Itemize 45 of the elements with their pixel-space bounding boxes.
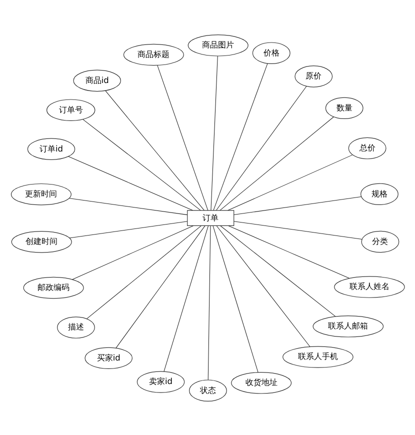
node-ellipse: 订单号 — [46, 98, 95, 120]
connector — [212, 62, 268, 210]
node-ellipse: 邮政编码 — [22, 276, 84, 298]
connector — [233, 220, 362, 239]
connector — [210, 55, 218, 210]
node-ellipse: 买家id — [84, 346, 132, 369]
connector — [68, 156, 193, 210]
node-ellipse: 数量 — [324, 96, 363, 118]
connector — [68, 220, 188, 238]
node-ellipse: 价格 — [252, 42, 290, 64]
connector — [216, 85, 306, 210]
node-ellipse: 创建时间 — [10, 230, 72, 252]
node-ellipse: 卖家id — [136, 370, 184, 392]
connector — [163, 225, 208, 372]
node-ellipse: 描述 — [56, 316, 94, 338]
node-ellipse: 订单id — [26, 138, 75, 160]
connector — [233, 196, 361, 215]
connector — [86, 225, 201, 319]
node-ellipse: 状态 — [188, 379, 226, 401]
connector — [207, 225, 210, 380]
node-ellipse: 总价 — [348, 136, 386, 159]
connector — [228, 225, 350, 278]
node-ellipse: 联系人手机 — [282, 346, 353, 368]
connector — [220, 225, 336, 316]
node-ellipse: 商品图片 — [187, 34, 248, 56]
connector — [72, 224, 194, 280]
connector — [227, 154, 352, 210]
node-ellipse: 商品id — [72, 69, 120, 92]
node-ellipse: 更新时间 — [10, 182, 71, 205]
node-ellipse: 商品标题 — [122, 43, 184, 66]
connector — [219, 116, 334, 210]
connector — [68, 197, 187, 215]
node-ellipse: 原价 — [294, 65, 332, 87]
node-ellipse: 规格 — [360, 182, 398, 204]
connector — [156, 64, 208, 210]
node-ellipse: 收货地址 — [230, 372, 292, 394]
connector — [216, 224, 310, 346]
connector — [82, 118, 200, 210]
node-box: 订单 — [186, 210, 234, 226]
node-ellipse: 联系人邮箱 — [312, 315, 384, 337]
connector — [115, 225, 205, 348]
node-ellipse: 联系人姓名 — [334, 276, 404, 298]
connector — [104, 90, 204, 210]
connector — [212, 225, 258, 372]
node-ellipse: 分类 — [360, 230, 399, 252]
